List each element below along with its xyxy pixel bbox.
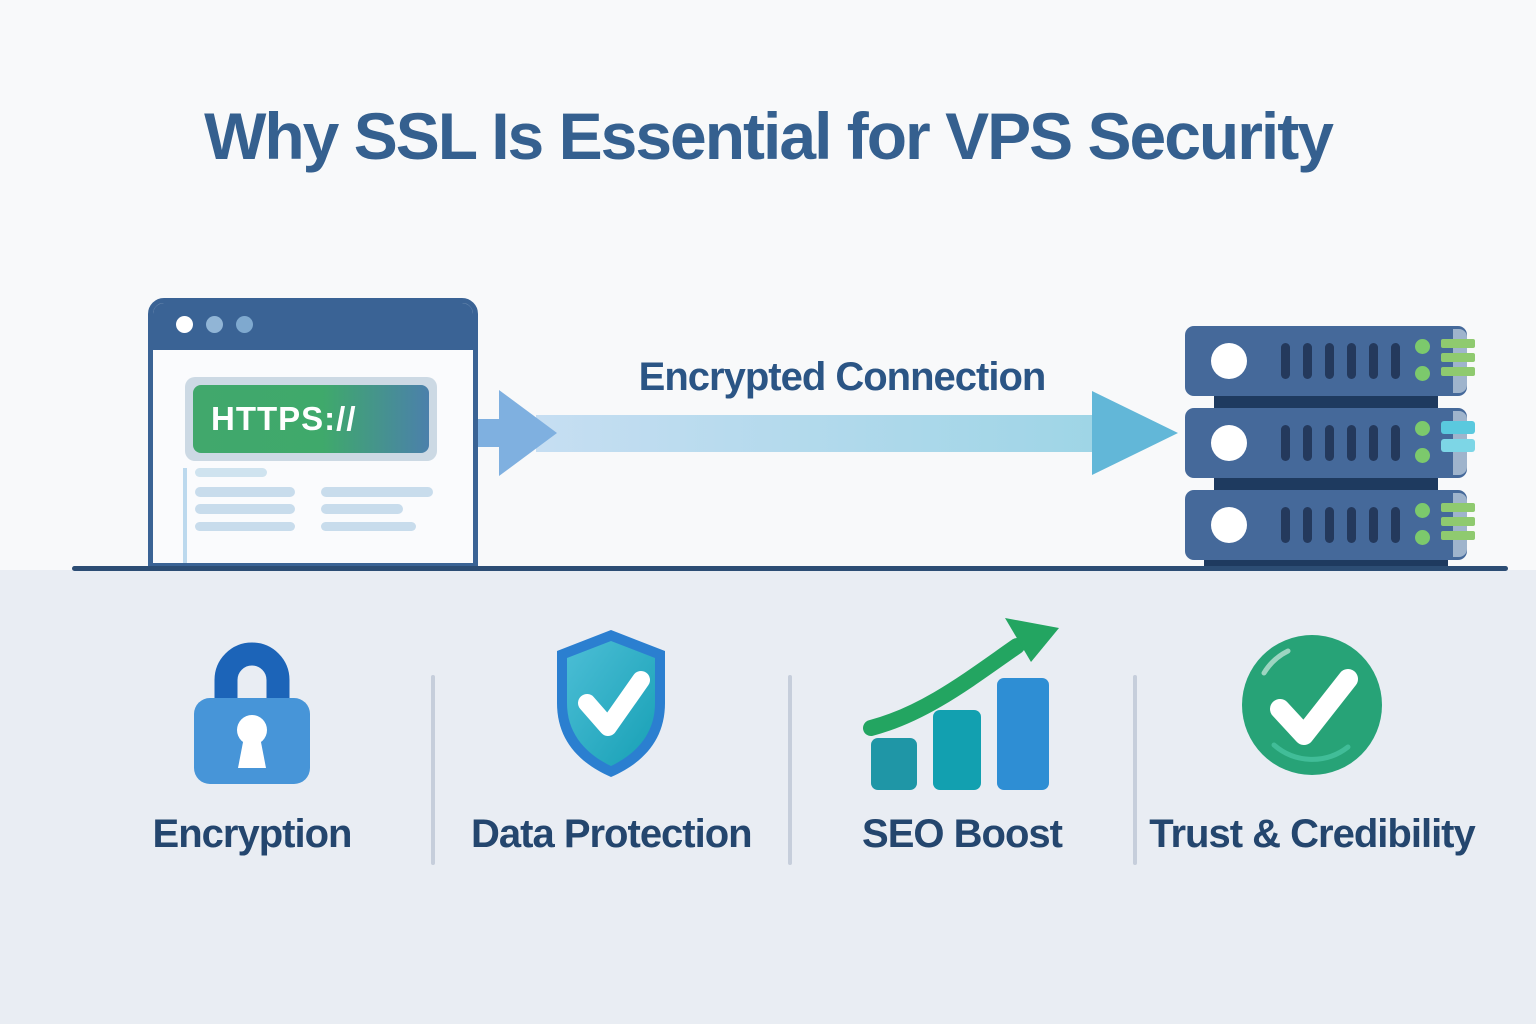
feature-label: SEO Boost <box>862 812 1063 856</box>
address-bar: HTTPS:// <box>185 377 437 461</box>
server-connector <box>1214 396 1438 408</box>
ground-line <box>72 566 1508 571</box>
feature-divider <box>431 675 435 865</box>
shield-check-icon <box>557 630 665 777</box>
skeleton-text-line <box>195 468 267 477</box>
server-led-lights <box>1415 421 1430 463</box>
server-unit <box>1185 326 1475 396</box>
https-badge: HTTPS:// <box>193 385 429 453</box>
server-led-lights <box>1415 339 1430 381</box>
server-led-lights <box>1415 503 1430 545</box>
server-base <box>1204 560 1448 570</box>
server-connector <box>1214 478 1438 490</box>
lock-icon <box>194 642 310 784</box>
browser-titlebar <box>153 303 473 350</box>
server-status-bars <box>1441 421 1475 452</box>
skeleton-text-line <box>195 522 295 531</box>
skeleton-text-line <box>195 487 295 497</box>
server-unit <box>1185 490 1475 560</box>
skeleton-text-line <box>321 504 403 514</box>
browser-window: HTTPS:// <box>148 298 478 568</box>
check-circle-icon <box>1242 635 1382 775</box>
server-vents <box>1281 343 1400 379</box>
feature-label: Data Protection <box>471 812 753 856</box>
server-vents <box>1281 425 1400 461</box>
growth-chart-icon <box>863 618 1059 790</box>
feature-label: Trust & Credibility <box>1149 812 1476 856</box>
https-label: HTTPS:// <box>211 400 357 437</box>
page-title: Why SSL Is Essential for VPS Security <box>204 99 1334 173</box>
encrypted-connection-arrow-icon <box>478 390 1178 476</box>
window-dot-icon <box>206 315 223 333</box>
server-unit <box>1185 408 1475 478</box>
feature-divider <box>788 675 792 865</box>
server-status-bars <box>1441 339 1475 376</box>
feature-label: Encryption <box>152 812 353 856</box>
connection-label: Encrypted Connection <box>638 355 1047 399</box>
server-power-light <box>1211 425 1247 461</box>
page-edge-highlight <box>183 468 187 563</box>
server-power-light <box>1211 343 1247 379</box>
server-power-light <box>1211 507 1247 543</box>
server-stack <box>1185 326 1475 570</box>
window-dot-icon <box>176 315 193 333</box>
server-vents <box>1281 507 1400 543</box>
skeleton-text-line <box>195 504 295 514</box>
skeleton-text-line <box>321 487 433 497</box>
feature-encryption: Encryption <box>112 612 392 857</box>
feature-seo-boost: SEO Boost <box>822 612 1102 857</box>
server-status-bars <box>1441 503 1475 540</box>
feature-divider <box>1133 675 1137 865</box>
window-dot-icon <box>236 315 253 333</box>
feature-trust-credibility: Trust & Credibility <box>1137 612 1487 857</box>
feature-data-protection: Data Protection <box>471 612 753 857</box>
skeleton-text-line <box>321 522 416 531</box>
